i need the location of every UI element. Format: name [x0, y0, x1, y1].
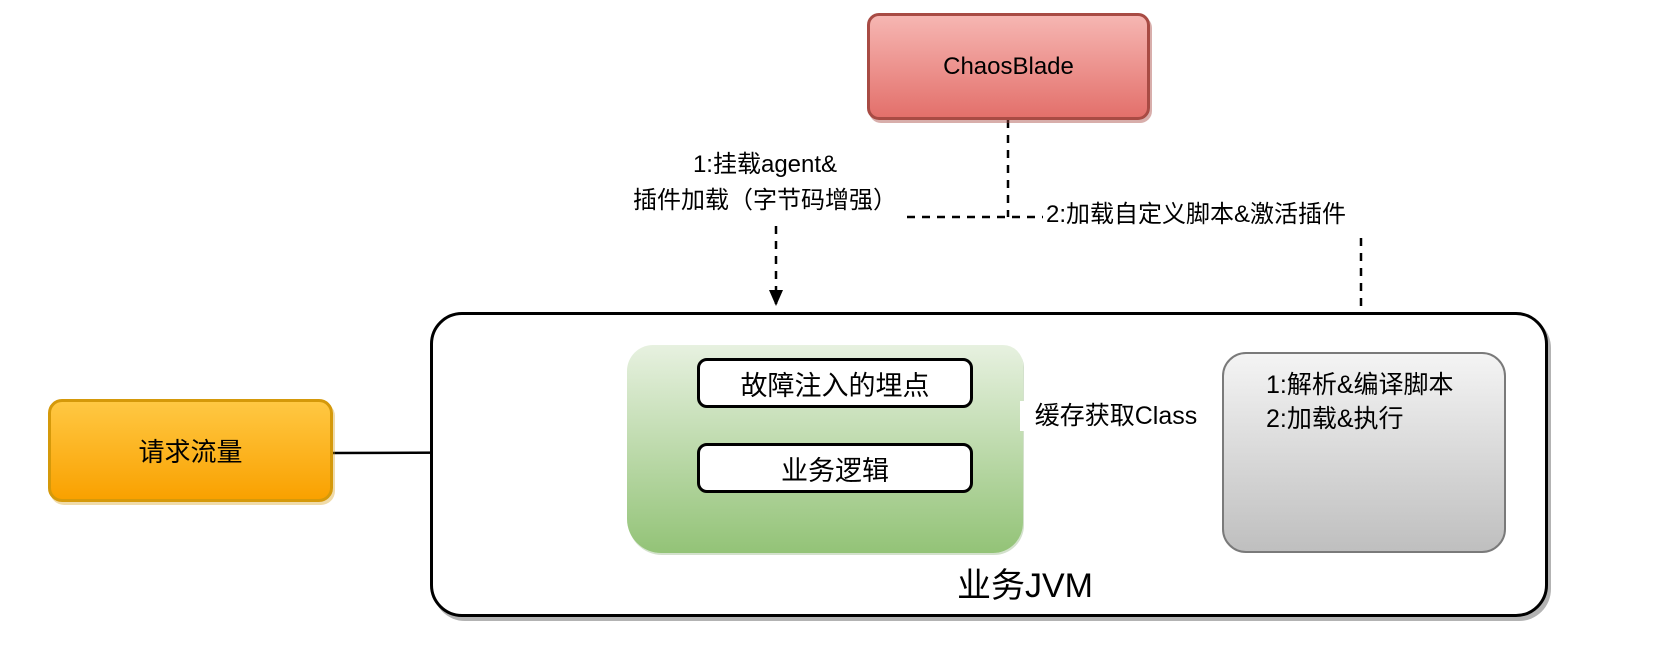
- node-fault-injection-point-label: 故障注入的埋点: [740, 370, 930, 401]
- node-chaosblade: ChaosBlade: [867, 13, 1150, 120]
- edge-label-cache: 缓存获取Class: [1020, 401, 1212, 431]
- node-request-traffic: 请求流量: [48, 399, 333, 502]
- node-script-engine-line2: 2:加载&执行: [1266, 405, 1404, 433]
- edge-label-step2: 2:加载自定义脚本&激活插件: [1046, 201, 1347, 228]
- node-request-traffic-label: 请求流量: [138, 437, 243, 467]
- node-business-logic: 业务逻辑: [697, 443, 973, 493]
- edge-label-step1-line1: 1:挂载agent&: [692, 151, 838, 178]
- node-script-engine-line1: 1:解析&编译脚本: [1266, 371, 1454, 399]
- node-chaosblade-label: ChaosBlade: [943, 52, 1074, 80]
- node-script-engine: 1:解析&编译脚本 2:加载&执行: [1222, 352, 1506, 553]
- node-business-logic-label: 业务逻辑: [781, 455, 889, 486]
- edge-label-step1-line2: 插件加载（字节码增强）: [633, 187, 897, 214]
- node-fault-injection-point: 故障注入的埋点: [697, 358, 973, 408]
- edge-label-step1: 1:挂载agent& 插件加载（字节码增强）: [600, 147, 930, 219]
- node-business-jvm-label: 业务JVM: [957, 566, 1093, 605]
